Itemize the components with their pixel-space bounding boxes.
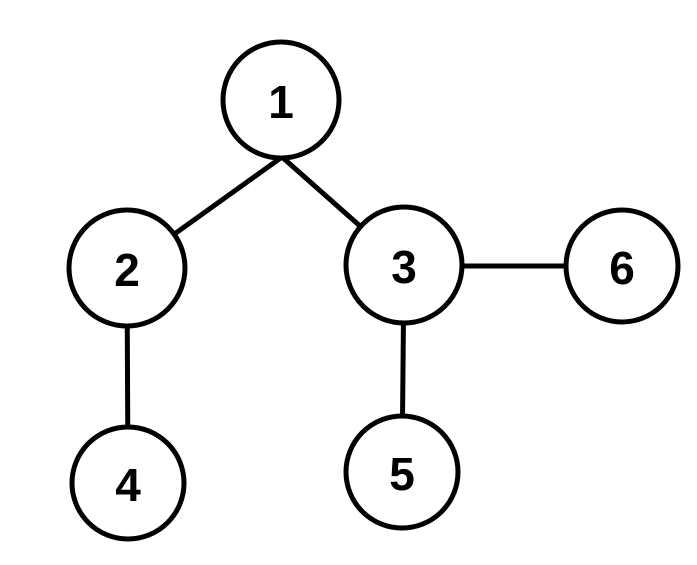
node-label-1: 1	[268, 76, 294, 128]
node-label-4: 4	[115, 459, 141, 511]
node-label-2: 2	[114, 244, 140, 296]
graph-node-3: 3	[343, 204, 465, 326]
node-circle-3	[343, 204, 465, 326]
graph-node-4: 4	[69, 424, 187, 542]
node-label-6: 6	[609, 242, 635, 294]
node-label-3: 3	[391, 241, 417, 293]
graph-node-6: 6	[563, 207, 681, 325]
graph-node-1: 1	[220, 39, 342, 161]
node-circle-4	[69, 424, 187, 542]
node-circle-6	[563, 207, 681, 325]
node-circle-1	[220, 39, 342, 161]
graph-node-5: 5	[343, 413, 461, 531]
graph-node-2: 2	[66, 207, 188, 329]
node-circle-5	[343, 413, 461, 531]
node-label-5: 5	[389, 448, 415, 500]
node-circle-2	[66, 207, 188, 329]
